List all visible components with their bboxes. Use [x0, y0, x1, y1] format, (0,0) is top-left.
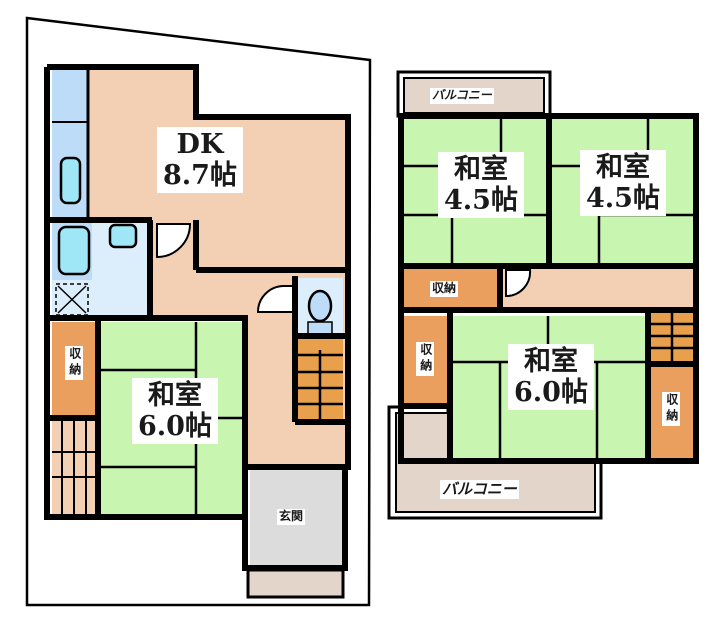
hallway-2f	[502, 268, 693, 308]
washitsu-2f-b-name: 和室	[596, 152, 650, 183]
washitsu-2f-b-size: 4.5帖	[586, 183, 660, 215]
washitsu-1f-label: 和室 6.0帖	[132, 378, 218, 445]
genkan-label: 玄関	[277, 509, 306, 525]
storage-2f-c-label: 収納	[662, 392, 680, 426]
dk-name: DK	[176, 129, 224, 160]
dk-size: 8.7帖	[163, 160, 237, 192]
washitsu-2f-a-name: 和室	[454, 154, 508, 185]
toilet-icon	[307, 289, 333, 323]
washitsu-2f-c-label: 和室 6.0帖	[508, 344, 594, 411]
washitsu-1f-name: 和室	[148, 380, 202, 411]
balcony-top-label: バルコニー	[430, 88, 494, 104]
washitsu-2f-c-size: 6.0帖	[514, 377, 588, 409]
porch	[246, 568, 345, 599]
sink-icon	[59, 156, 82, 205]
washitsu-2f-c-name: 和室	[524, 346, 578, 377]
washitsu-1f-size: 6.0帖	[138, 411, 212, 443]
storage-2f-a-label: 収納	[430, 281, 459, 297]
storage-2f-b-label: 収納	[416, 342, 434, 376]
washitsu-2f-a-label: 和室 4.5帖	[438, 152, 524, 219]
dk-label: DK 8.7帖	[157, 127, 243, 194]
washbasin-icon	[108, 223, 138, 249]
washitsu-2f-a-size: 4.5帖	[444, 185, 518, 217]
balcony-bottom-label: バルコニー	[440, 480, 519, 500]
washitsu-2f-b-label: 和室 4.5帖	[580, 150, 666, 217]
bathtub-icon	[57, 225, 91, 276]
storage-1f-label: 収納	[65, 346, 83, 380]
